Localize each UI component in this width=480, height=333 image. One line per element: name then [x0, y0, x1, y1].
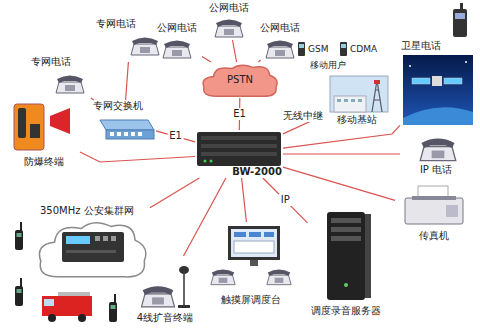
- link-line: [263, 178, 308, 223]
- node-caption: 专网电话: [30, 56, 72, 68]
- node-caption: 公网电话: [259, 22, 301, 34]
- phone-node: 公网电话: [205, 2, 253, 40]
- phone-icon: [266, 41, 294, 59]
- link-line: [259, 60, 261, 62]
- walkie-talkie-icon: [15, 278, 23, 306]
- explosion-proof-node: 防爆终端: [8, 100, 80, 168]
- node-caption: 350MHz 公安集群网: [35, 205, 135, 217]
- explosion-proof-phone-icon: [14, 104, 70, 150]
- satellite-node: 卫星电话: [400, 40, 476, 128]
- pstn-cloud: PSTN: [200, 62, 280, 98]
- node-caption: 触摸屏调度台: [220, 294, 282, 306]
- link-line: [150, 178, 199, 208]
- phone-node: 公网电话: [152, 22, 202, 60]
- server-node: 调度录音服务器: [308, 205, 384, 317]
- phone-icon: [163, 41, 191, 59]
- link-line: [91, 98, 94, 100]
- ip-phone-node: IP 电话: [400, 132, 472, 176]
- phone-icon: [56, 76, 84, 94]
- walkie-talkie-icon: [15, 222, 23, 250]
- node-caption: 防爆终端: [23, 156, 65, 168]
- phone-node: 专网电话: [30, 56, 94, 98]
- cloud-path: [203, 65, 277, 96]
- phone-icon: [131, 38, 159, 56]
- fax-icon: [405, 186, 463, 224]
- node-caption: 4线扩音终端: [136, 312, 194, 324]
- radio-base-icon: [62, 232, 124, 262]
- fire-truck-icon: [42, 292, 92, 322]
- speaker-terminal-icon: [141, 286, 174, 307]
- node-caption: IP 电话: [419, 164, 453, 176]
- walkie-talkie-icon: [109, 294, 117, 322]
- speaker-terminal-node: 4线扩音终端: [128, 256, 202, 324]
- phone-node: 公网电话: [255, 22, 305, 60]
- link-line: [233, 40, 237, 62]
- switch-icon: [100, 120, 154, 139]
- hub-device: BW-2000: [195, 130, 283, 178]
- link-line: [283, 167, 395, 200]
- node-caption: 公网电话: [156, 22, 198, 34]
- satellite-phone-icon: [453, 3, 467, 37]
- link-label: E1: [231, 108, 248, 120]
- node-caption: 卫星电话: [400, 40, 442, 52]
- node-caption: 移动基站: [336, 114, 378, 126]
- radio-network-cloud: 350MHz 公安集群网: [35, 205, 150, 280]
- phone-icon: [211, 270, 235, 285]
- link-label: IP: [279, 194, 292, 206]
- network-label: CDMA: [350, 44, 377, 55]
- link-line: [156, 131, 195, 142]
- base-station-node: 移动基站: [322, 74, 392, 126]
- network-label: 移动用户: [310, 60, 346, 71]
- link-line: [242, 178, 247, 222]
- device-name: BW-2000: [231, 166, 283, 178]
- cloud-path: [39, 223, 145, 277]
- server-icon: [327, 212, 371, 300]
- phone-icon: [215, 20, 243, 38]
- node-caption: 专网交换机: [92, 100, 144, 112]
- bw2000-device: [197, 132, 281, 166]
- link-line: [283, 125, 400, 148]
- node-caption: 调度录音服务器: [310, 305, 382, 317]
- link-label: 无线中继: [281, 110, 325, 122]
- fax-node: 传真机: [395, 182, 473, 242]
- mobile-icon: [298, 42, 347, 56]
- link-line: [283, 153, 400, 154]
- ip-phone-icon: [420, 138, 456, 160]
- microphone-icon: [178, 266, 190, 308]
- node-caption: 专网电话: [95, 18, 137, 30]
- switch-node: 专网交换机: [92, 100, 156, 144]
- node-caption: 传真机: [418, 230, 450, 242]
- console-node: 触摸屏调度台: [205, 222, 297, 306]
- node-caption: PSTN: [226, 74, 254, 86]
- link-line: [184, 178, 226, 256]
- network-label: GSM: [308, 44, 328, 55]
- base-station-picture: [330, 76, 388, 112]
- phone-icon: [267, 270, 291, 285]
- phone-node: 专网电话: [95, 18, 165, 62]
- link-line: [202, 57, 211, 63]
- link-label: E1: [167, 130, 184, 142]
- link-line: [80, 152, 195, 162]
- cloud-outline: [35, 217, 150, 280]
- satellite-picture: [403, 55, 473, 125]
- console-icon: [228, 226, 280, 266]
- node-caption: 公网电话: [208, 2, 250, 14]
- link-line: [126, 62, 129, 100]
